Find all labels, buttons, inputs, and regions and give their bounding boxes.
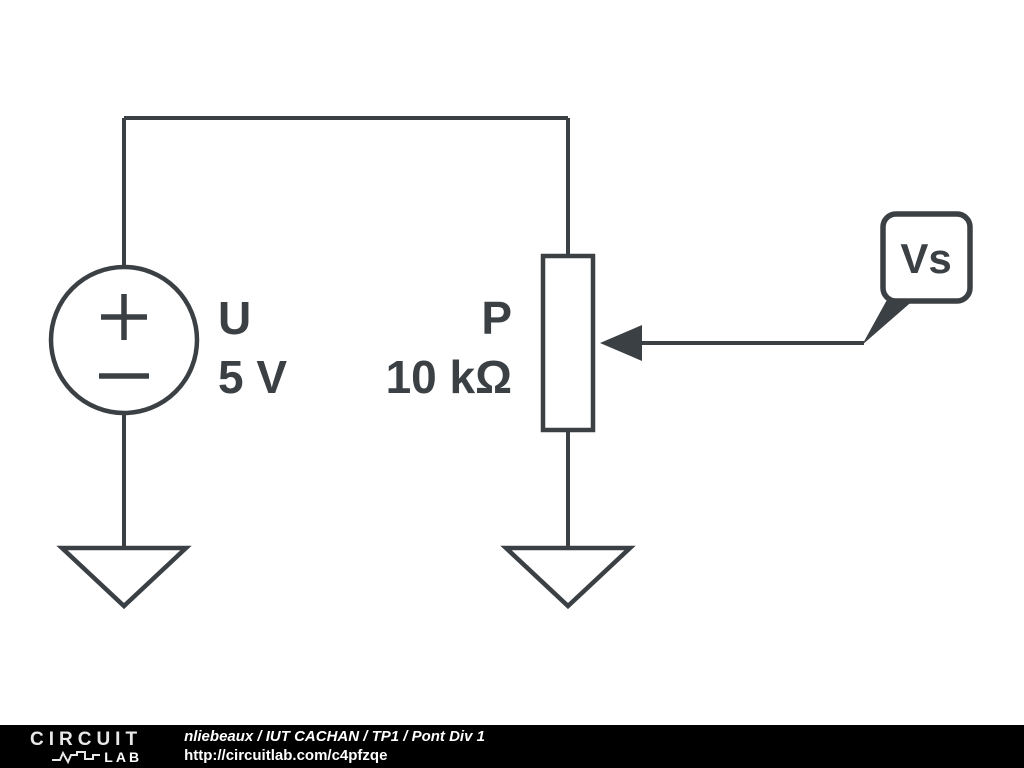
wiper-arrow-icon	[600, 325, 864, 361]
footer-bar: CIRCUIT LAB nliebeaux / IUT CACHAN / TP1…	[0, 725, 1024, 768]
footer-info: nliebeaux / IUT CACHAN / TP1 / Pont Div …	[184, 728, 485, 766]
logo-text-circuit: CIRCUIT	[30, 728, 143, 750]
voltage-source[interactable]	[48, 264, 200, 416]
source-name-label: U	[218, 292, 251, 344]
circuitlab-logo[interactable]: CIRCUIT LAB	[30, 730, 142, 764]
pot-value-label: 10 kΩ	[386, 351, 512, 403]
plus-icon	[101, 294, 147, 340]
source-value-label: 5 V	[218, 351, 287, 403]
probe-label: Vs	[900, 235, 951, 282]
ground-icon-left	[56, 545, 192, 610]
potentiometer[interactable]	[540, 253, 864, 433]
waveform-icon	[52, 750, 101, 764]
flag-tail	[862, 298, 916, 345]
vs-probe-flag[interactable]: Vs	[862, 211, 973, 345]
pot-name-label: P	[481, 292, 512, 344]
logo-text-lab: LAB	[104, 748, 143, 765]
schematic: U 5 V P 10 kΩ Vs	[48, 116, 973, 610]
ground-icon-right	[500, 545, 636, 610]
breadcrumb: nliebeaux / IUT CACHAN / TP1 / Pont Div …	[184, 727, 485, 745]
footer-url[interactable]: http://circuitlab.com/c4pfzqe	[184, 746, 388, 764]
